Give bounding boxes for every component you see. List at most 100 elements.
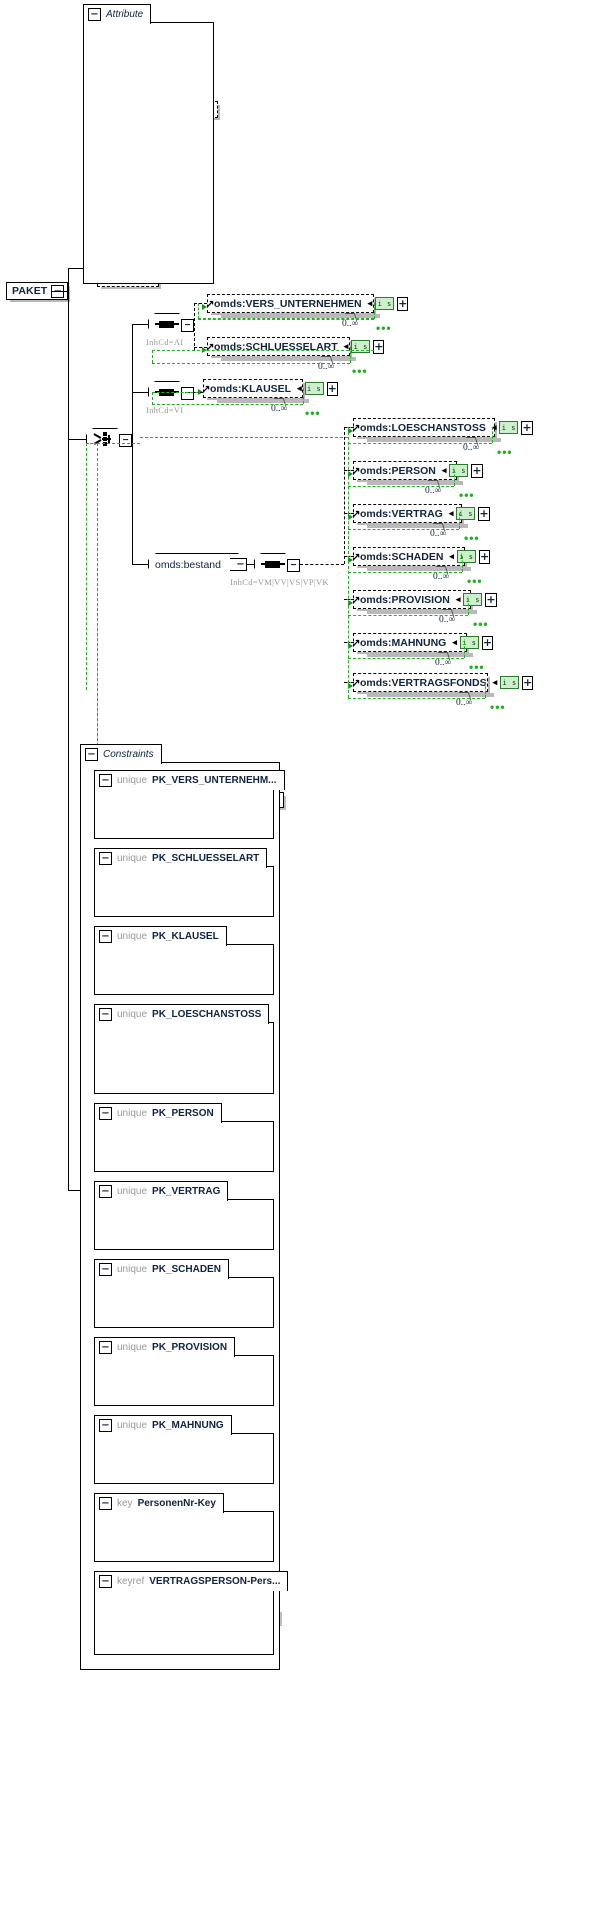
green-loop-3-4 <box>462 556 463 572</box>
expand-icon[interactable]: + <box>326 381 338 396</box>
collapse-icon[interactable]: − <box>99 930 112 943</box>
expand-icon[interactable]: + <box>373 339 385 354</box>
branch2-dash-h <box>194 392 203 393</box>
constraint-kind: key <box>117 1498 133 1509</box>
green-return-1a <box>198 318 374 319</box>
element-node-omds-mahnung[interactable]: omds:MAHNUNG◂i s+↗ <box>348 633 494 652</box>
expand-icon[interactable]: + <box>485 592 497 607</box>
constraint-name: PK_VERS_UNTERNEHM... <box>152 775 277 786</box>
collapse-icon[interactable]: − <box>99 852 112 865</box>
collapse-icon[interactable]: − <box>99 1341 112 1354</box>
green-loop-3h-1 <box>348 443 492 444</box>
branch3-dash-h <box>300 564 344 565</box>
group-connector <box>230 558 236 571</box>
element-shadow-bar <box>367 653 473 657</box>
constraint-name: PK_SCHADEN <box>152 1264 221 1275</box>
left-arrow-icon: ◂ <box>367 298 373 308</box>
collapse-icon[interactable]: − <box>287 558 300 572</box>
green-loop-2 <box>303 388 304 404</box>
constraints-left-rail <box>68 439 70 1190</box>
expand-icon[interactable]: + <box>481 635 494 650</box>
element-shadow-bar <box>367 524 468 528</box>
collapse-icon[interactable]: − <box>99 1575 112 1588</box>
element-node-omds-vertrag[interactable]: omds:VERTRAG◂i s+↗ <box>348 504 490 523</box>
cardinality-label: 0..∞ <box>430 529 447 539</box>
element-node-omds-vertragsfonds[interactable]: omds:VERTRAGSFONDS◂i s+↗ <box>348 673 534 692</box>
element-label: omds:PROVISION <box>360 593 450 606</box>
element-shadow-bar <box>367 438 501 442</box>
collapse-icon[interactable]: − <box>99 1263 112 1276</box>
element-node-omds-vers_unternehmen[interactable]: omds:VERS_UNTERNEHMEN◂i s+↗ <box>202 294 409 313</box>
repeat-dots-icon: ••• <box>459 488 475 502</box>
element-node-omds-klausel[interactable]: omds:KLAUSEL◂i s+↗ <box>198 379 338 398</box>
expand-icon[interactable]: + <box>478 506 490 521</box>
type-badge: i s <box>449 464 469 477</box>
collapse-icon[interactable]: − <box>88 8 101 21</box>
sequence-compositor-bestand[interactable]: − <box>254 553 300 578</box>
element-node-omds-provision[interactable]: omds:PROVISION◂i s+↗ <box>348 590 497 609</box>
constraint-block-body <box>94 1199 274 1250</box>
attribute-panel-title: Attribute <box>106 9 144 20</box>
collapse-icon[interactable]: − <box>99 774 112 787</box>
choice-collapse-icon[interactable]: − <box>119 433 132 447</box>
inhcd-label-ai: InhCd=AI <box>146 337 184 347</box>
constraint-name: PK_LOESCHANSTOSS <box>152 1009 262 1020</box>
element-node-omds-schluesselart[interactable]: omds:SCHLUESSELART◂i s+↗ <box>202 337 385 356</box>
element-node-omds-person[interactable]: omds:PERSON◂i s+↗ <box>348 461 483 480</box>
green-arrow-icon <box>348 514 353 520</box>
constraint-block-body <box>94 1022 274 1094</box>
inhcd-label-bestand: InhCd=VM|VV|VS|VP|VK <box>230 577 329 587</box>
expand-icon[interactable]: + <box>521 420 533 435</box>
type-badge: i s <box>463 593 483 606</box>
attribute-panel-tab[interactable]: −Attribute <box>83 4 152 24</box>
constraint-name: PK_MAHNUNG <box>152 1420 224 1431</box>
left-arrow-icon: ◂ <box>297 383 302 393</box>
sequence-compositor-ai[interactable]: − <box>148 313 194 338</box>
constraints-panel-tab[interactable]: −Constraints <box>80 744 162 764</box>
expand-icon[interactable]: + <box>397 296 409 311</box>
element-node-omds-schaden[interactable]: omds:SCHADEN◂i s+↗ <box>348 547 491 566</box>
collapse-icon[interactable]: − <box>181 318 194 332</box>
green-loop-3h-3 <box>348 529 459 530</box>
constraint-block-body <box>94 788 274 839</box>
branch3-dash-e1 <box>344 427 354 428</box>
expand-icon[interactable]: + <box>471 463 483 478</box>
green-loop-3h-6 <box>348 658 464 659</box>
repeat-dots-icon: ••• <box>497 445 513 459</box>
collapse-icon[interactable]: − <box>99 1185 112 1198</box>
green-loop-1b <box>350 347 351 363</box>
constraint-block-tab[interactable]: −unique PK_LOESCHANSTOSS <box>94 1004 270 1024</box>
expand-icon[interactable]: + <box>478 549 491 564</box>
collapse-icon[interactable]: − <box>99 1107 112 1120</box>
collapse-icon[interactable]: − <box>99 1419 112 1432</box>
green-loop-1b-h <box>152 363 350 364</box>
collapse-icon[interactable]: − <box>99 1008 112 1021</box>
group-node-bestand[interactable]: omds:bestand <box>148 553 246 577</box>
left-arrow-icon: ◂ <box>449 551 454 561</box>
collapse-icon[interactable]: − <box>85 748 98 761</box>
element-label: omds:SCHLUESSELART <box>214 340 338 353</box>
element-label: omds:VERTRAG <box>360 507 443 520</box>
element-node-omds-loeschanstoss[interactable]: omds:LOESCHANSTOSS◂i s+↗ <box>348 418 533 437</box>
branch1-dash-e2 <box>194 347 207 348</box>
choice-compositor[interactable]: − <box>86 428 132 453</box>
collapse-icon[interactable]: − <box>99 1497 112 1510</box>
collapse-icon[interactable]: − <box>181 386 194 400</box>
constraint-kind: unique <box>117 1009 148 1020</box>
attribute-panel: −Attribute <box>83 4 214 284</box>
expand-icon[interactable]: + <box>522 675 534 690</box>
green-spine-3 <box>348 427 349 698</box>
root-trunk-up <box>68 268 70 291</box>
